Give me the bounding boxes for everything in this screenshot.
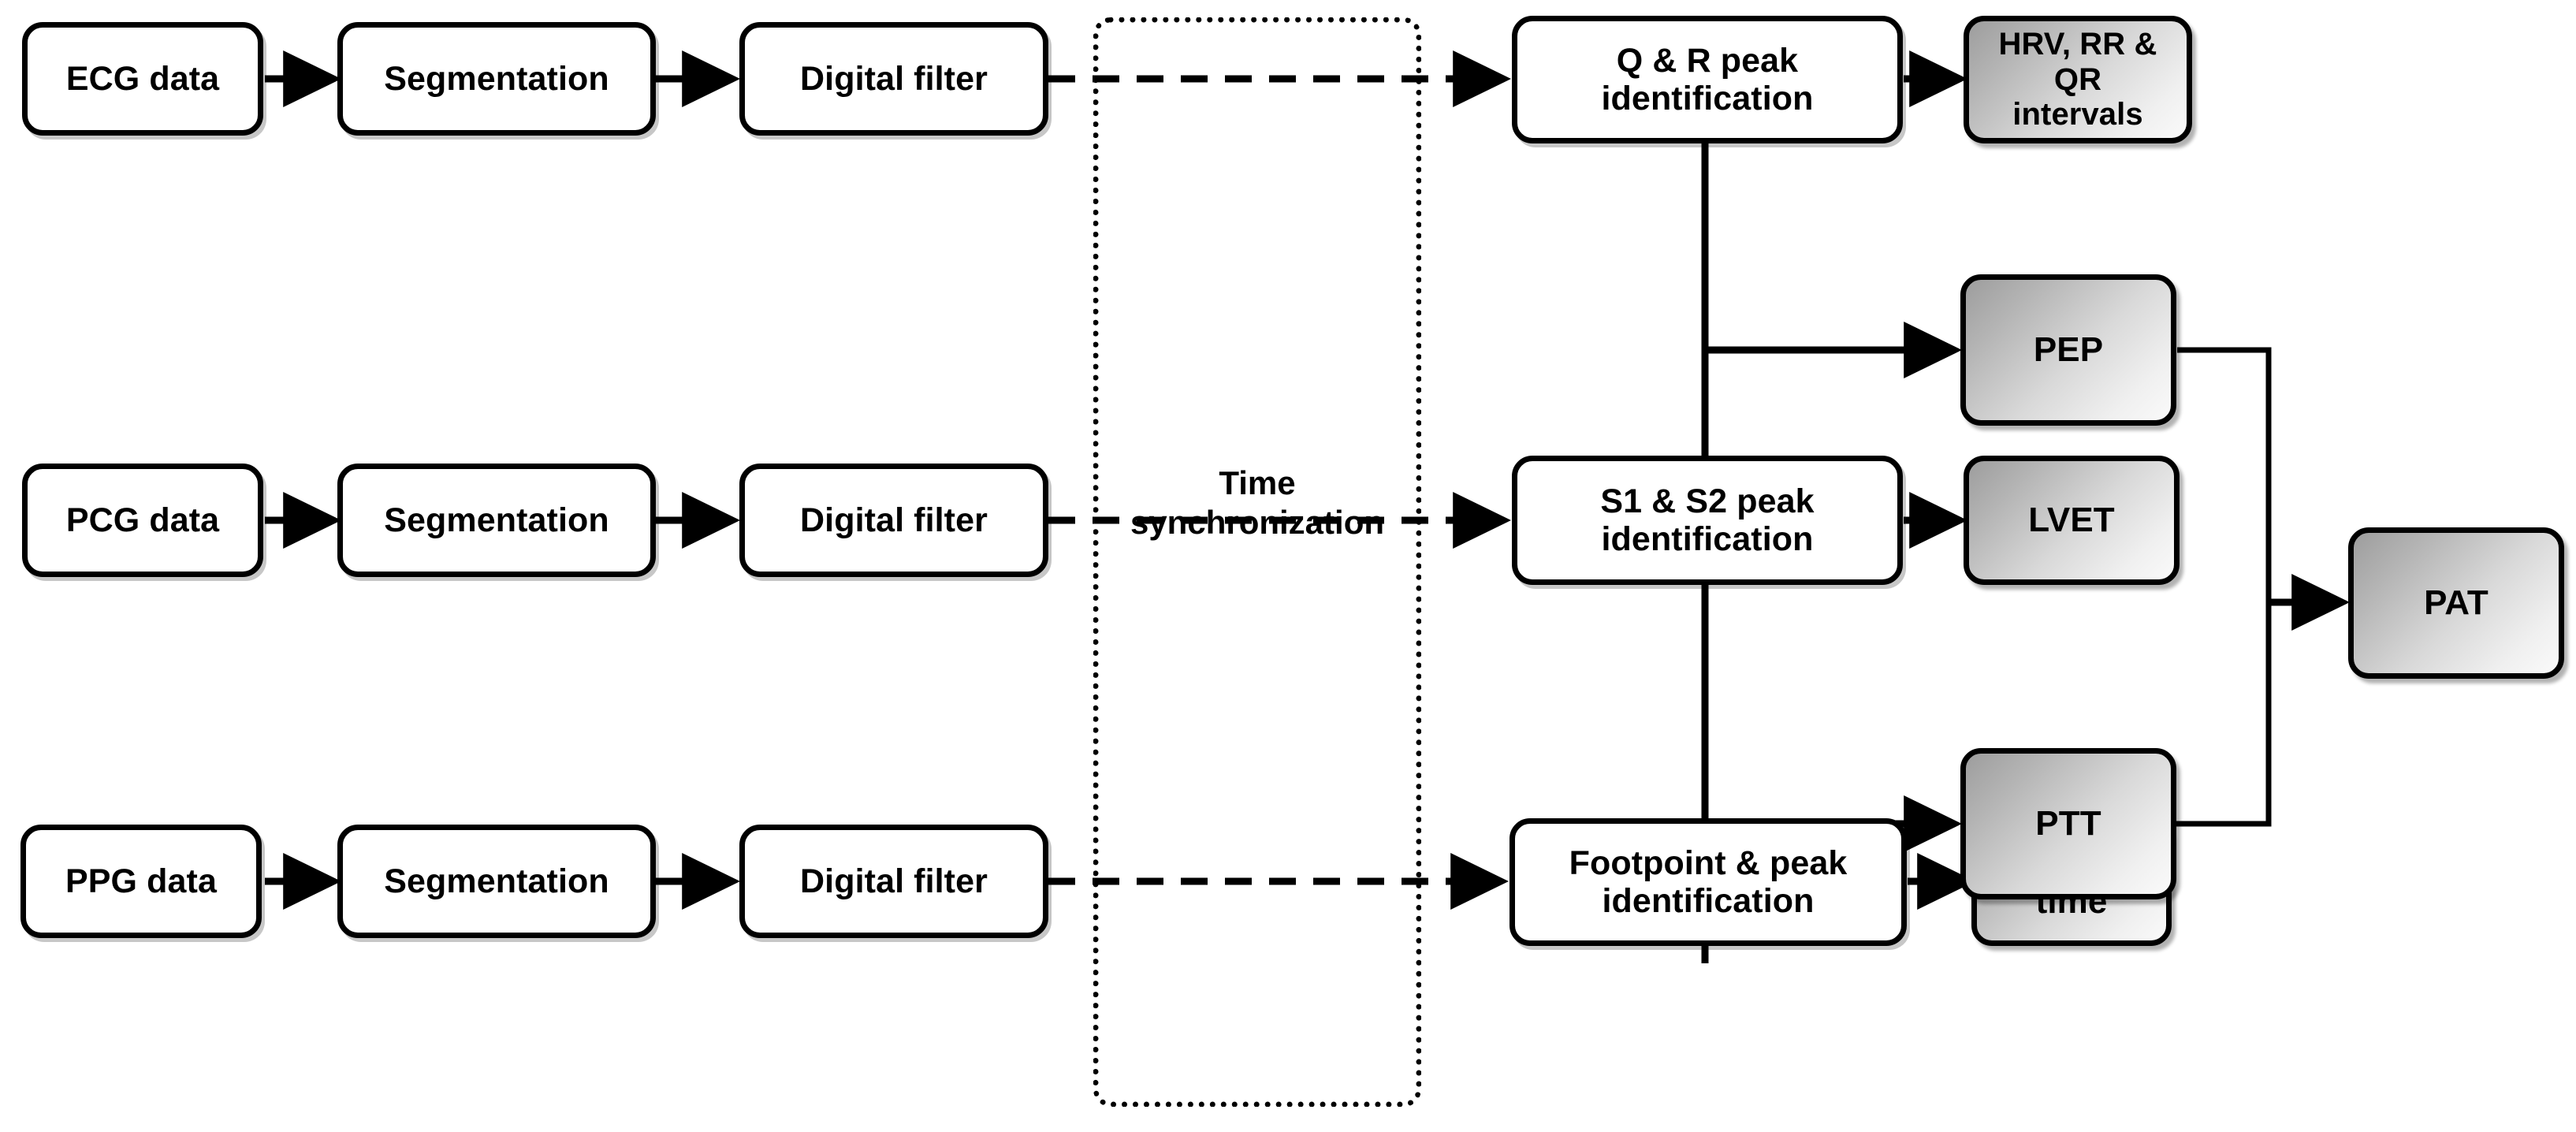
node-ecg-data-label: ECG data	[65, 59, 220, 98]
node-lvet-label: LVET	[2028, 501, 2115, 540]
node-hrv-line2: intervals	[2012, 97, 2143, 132]
wire-ptt-to-merge	[2176, 602, 2272, 827]
node-ppg-digital-filter-label: Digital filter	[800, 862, 988, 900]
node-qr-peak-line2: identification	[1601, 80, 1814, 117]
node-s1s2-peak-line2: identification	[1601, 520, 1814, 558]
node-pcg-data[interactable]: PCG data	[22, 464, 263, 577]
node-footpoint-peak-identification[interactable]: Footpoint & peak identification	[1509, 818, 1907, 946]
node-pcg-digital-filter-label: Digital filter	[800, 501, 988, 539]
node-pcg-segmentation-label: Segmentation	[384, 501, 609, 539]
node-pep-label: PEP	[2033, 330, 2104, 370]
node-ecg-data[interactable]: ECG data	[22, 22, 263, 136]
node-pep[interactable]: PEP	[1960, 274, 2176, 426]
time-synchronization-box	[1093, 17, 1421, 1107]
node-pat[interactable]: PAT	[2348, 527, 2564, 679]
node-ptt-label: PTT	[2035, 804, 2101, 843]
node-ecg-digital-filter-label: Digital filter	[800, 59, 988, 98]
node-pcg-digital-filter[interactable]: Digital filter	[739, 464, 1048, 577]
node-lvet[interactable]: LVET	[1964, 456, 2180, 585]
node-pcg-segmentation[interactable]: Segmentation	[337, 464, 656, 577]
node-hrv-rr-qr-intervals[interactable]: HRV, RR & QR intervals	[1964, 16, 2192, 143]
sync-label-line1: Time	[1219, 464, 1296, 501]
node-qr-peak-line1: Q & R peak	[1616, 41, 1799, 80]
node-ecg-segmentation-label: Segmentation	[384, 59, 609, 98]
node-ppg-digital-filter[interactable]: Digital filter	[739, 825, 1048, 938]
wire-pep-to-merge	[2177, 347, 2272, 602]
node-ppg-segmentation-label: Segmentation	[384, 862, 609, 900]
node-ecg-segmentation[interactable]: Segmentation	[337, 22, 656, 136]
node-ppg-data[interactable]: PPG data	[20, 825, 262, 938]
node-pcg-data-label: PCG data	[65, 501, 220, 539]
time-synchronization-label: Time synchronization	[1093, 464, 1421, 542]
node-footpoint-line2: identification	[1602, 882, 1815, 920]
node-s1-s2-peak-identification[interactable]: S1 & S2 peak identification	[1512, 456, 1903, 585]
node-qr-peak-identification[interactable]: Q & R peak identification	[1512, 16, 1903, 143]
node-ppg-data-label: PPG data	[65, 862, 217, 900]
node-ppg-segmentation[interactable]: Segmentation	[337, 825, 656, 938]
node-s1s2-peak-line1: S1 & S2 peak	[1600, 482, 1815, 520]
node-footpoint-line1: Footpoint & peak	[1569, 843, 1848, 882]
node-pat-label: PAT	[2424, 583, 2489, 623]
node-ptt[interactable]: PTT	[1960, 748, 2176, 899]
node-ecg-digital-filter[interactable]: Digital filter	[739, 22, 1048, 136]
node-hrv-line1: HRV, RR & QR	[1998, 26, 2157, 97]
sync-label-line2: synchronization	[1130, 503, 1385, 541]
